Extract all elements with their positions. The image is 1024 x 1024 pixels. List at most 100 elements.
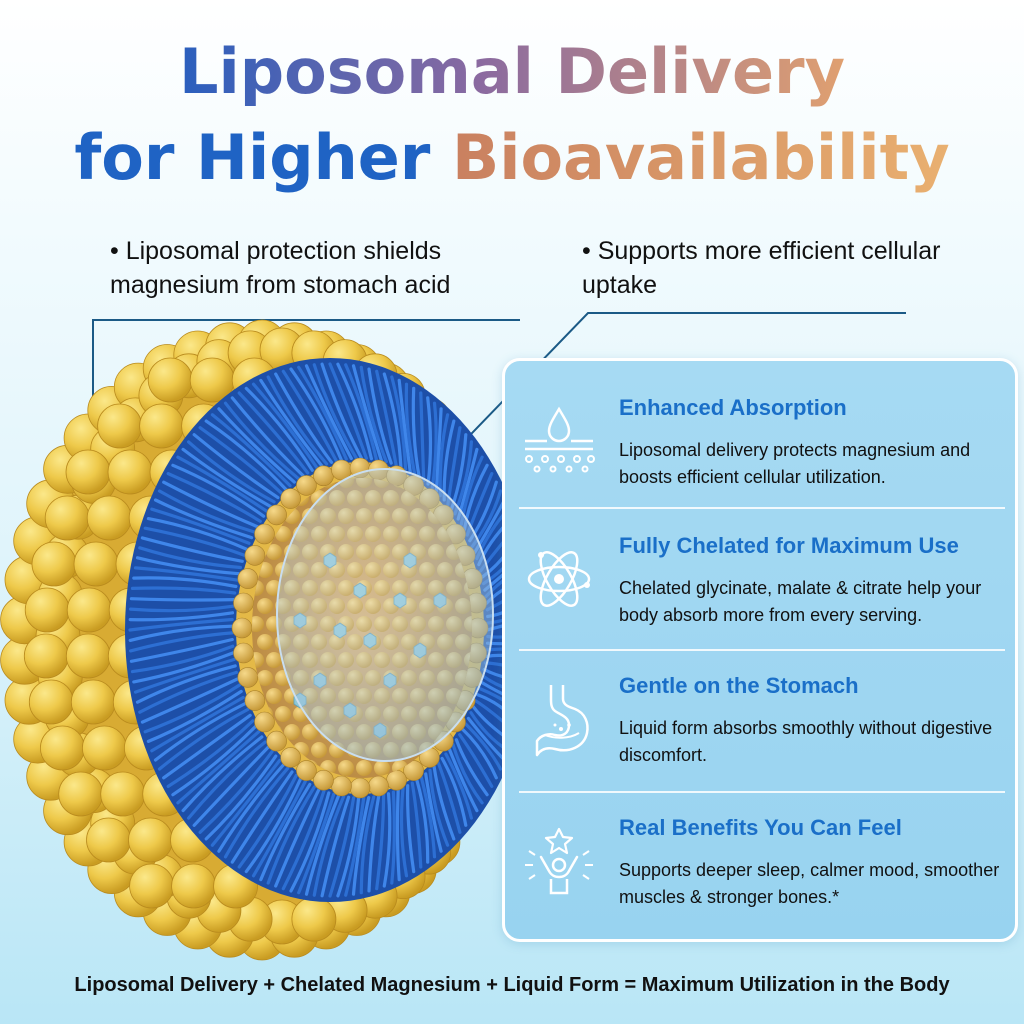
- core-particle: [374, 478, 390, 488]
- inner-lipid-head: [386, 465, 407, 487]
- lipid-head: [291, 330, 337, 376]
- core-particle: [356, 580, 372, 596]
- feature-title: Real Benefits You Can Feel: [619, 815, 902, 840]
- lipid-head: [24, 587, 70, 633]
- lipid-tail: [304, 364, 353, 460]
- lipid-tail: [135, 664, 237, 704]
- lipid-tail: [446, 426, 462, 506]
- core-particle: [257, 634, 273, 650]
- inner-lipid-head: [445, 523, 466, 545]
- lipid-tail: [157, 707, 250, 771]
- lipid-tail: [453, 440, 473, 516]
- core-particle: [464, 652, 472, 668]
- core-particle: [428, 580, 444, 596]
- lipid-tail: [143, 526, 246, 557]
- lipid-tail: [428, 768, 450, 847]
- core-particle: [365, 526, 381, 542]
- lipid-tail: [382, 792, 392, 888]
- lipid-tail: [192, 433, 280, 500]
- lipid-tail: [426, 396, 433, 486]
- lipid-tail: [359, 365, 388, 464]
- inner-lipid-head: [349, 457, 371, 479]
- lipid-tails: [128, 362, 532, 898]
- core-particle: [428, 616, 444, 632]
- lipid-tail: [274, 787, 321, 888]
- lipid-tail: [130, 644, 235, 674]
- lipid-tail: [223, 401, 301, 481]
- inner-lipid-head: [244, 690, 266, 711]
- lipid-head: [352, 873, 398, 919]
- callout-stomach-acid: • Liposomal protection shields magnesium…: [110, 237, 451, 299]
- lipid-head: [87, 845, 137, 894]
- lipid-head: [301, 900, 351, 950]
- core-particle: [284, 478, 300, 488]
- core-particle: [365, 598, 381, 614]
- core-particle: [302, 688, 318, 704]
- magnesium-crystal: [383, 672, 397, 689]
- core-particle: [428, 478, 444, 488]
- lipid-tail: [454, 738, 489, 797]
- core-particle: [275, 670, 291, 686]
- lipid-tail: [251, 382, 319, 470]
- core-particle: [338, 478, 354, 488]
- lipid-tail: [444, 752, 473, 820]
- lipid-tail: [133, 657, 236, 694]
- lipid-head: [44, 694, 90, 739]
- lipid-tail: [162, 713, 252, 780]
- divider: [519, 649, 1005, 651]
- lipid-head: [128, 817, 173, 863]
- core-particle: [266, 544, 282, 560]
- lipid-tail: [410, 781, 423, 869]
- lipid-head: [142, 887, 192, 936]
- core-particle: [446, 688, 462, 704]
- core-particle: [329, 526, 345, 542]
- lipid-tail: [140, 677, 240, 724]
- lipid-head: [406, 397, 452, 443]
- lipid-tail: [430, 401, 438, 490]
- lipid-head: [189, 357, 235, 403]
- core-particle: [284, 724, 300, 740]
- core-particle: [275, 526, 291, 542]
- inner-lipid-head: [237, 667, 259, 688]
- core-particle: [320, 652, 336, 668]
- inner-lipid-head: [403, 475, 424, 496]
- lipid-tail: [419, 775, 437, 859]
- core-particle: [473, 742, 489, 758]
- core-particle: [266, 688, 282, 704]
- lipid-tail: [230, 396, 305, 478]
- core-particle: [356, 616, 372, 632]
- lipid-head: [173, 900, 223, 950]
- lipid-head: [138, 854, 184, 899]
- inner-lipid-head: [403, 760, 424, 781]
- lipid-tail: [244, 777, 303, 874]
- lipid-head: [196, 888, 242, 933]
- core-particle: [473, 706, 489, 722]
- lipid-head: [26, 751, 76, 801]
- core-particle: [392, 478, 408, 488]
- lipid-tail: [465, 472, 494, 537]
- inner-lipid-head: [467, 617, 489, 639]
- core-particle: [356, 478, 372, 488]
- lipid-head: [65, 633, 111, 679]
- inner-lipid-head: [231, 617, 253, 639]
- core-particle: [383, 490, 399, 506]
- core-particle: [419, 634, 435, 650]
- inner-lipid-head: [445, 711, 466, 733]
- feature-title: Gentle on the Stomach: [619, 673, 859, 698]
- core-particle: [365, 706, 381, 722]
- core-particle: [392, 508, 408, 524]
- lipid-tail: [138, 546, 242, 570]
- core-particle: [252, 544, 264, 560]
- inner-lipid-head: [254, 711, 275, 733]
- lipid-tail: [456, 447, 479, 521]
- lipid-tail: [130, 586, 237, 595]
- core-particle: [329, 742, 345, 758]
- core-particle: [446, 616, 462, 632]
- core-particle: [329, 634, 345, 650]
- lipid-head: [361, 362, 411, 412]
- inner-lipid-head: [296, 475, 317, 496]
- inner-lipid-head: [296, 760, 317, 781]
- lipid-tail: [436, 761, 462, 834]
- core-particle: [275, 634, 291, 650]
- core-particle: [383, 562, 399, 578]
